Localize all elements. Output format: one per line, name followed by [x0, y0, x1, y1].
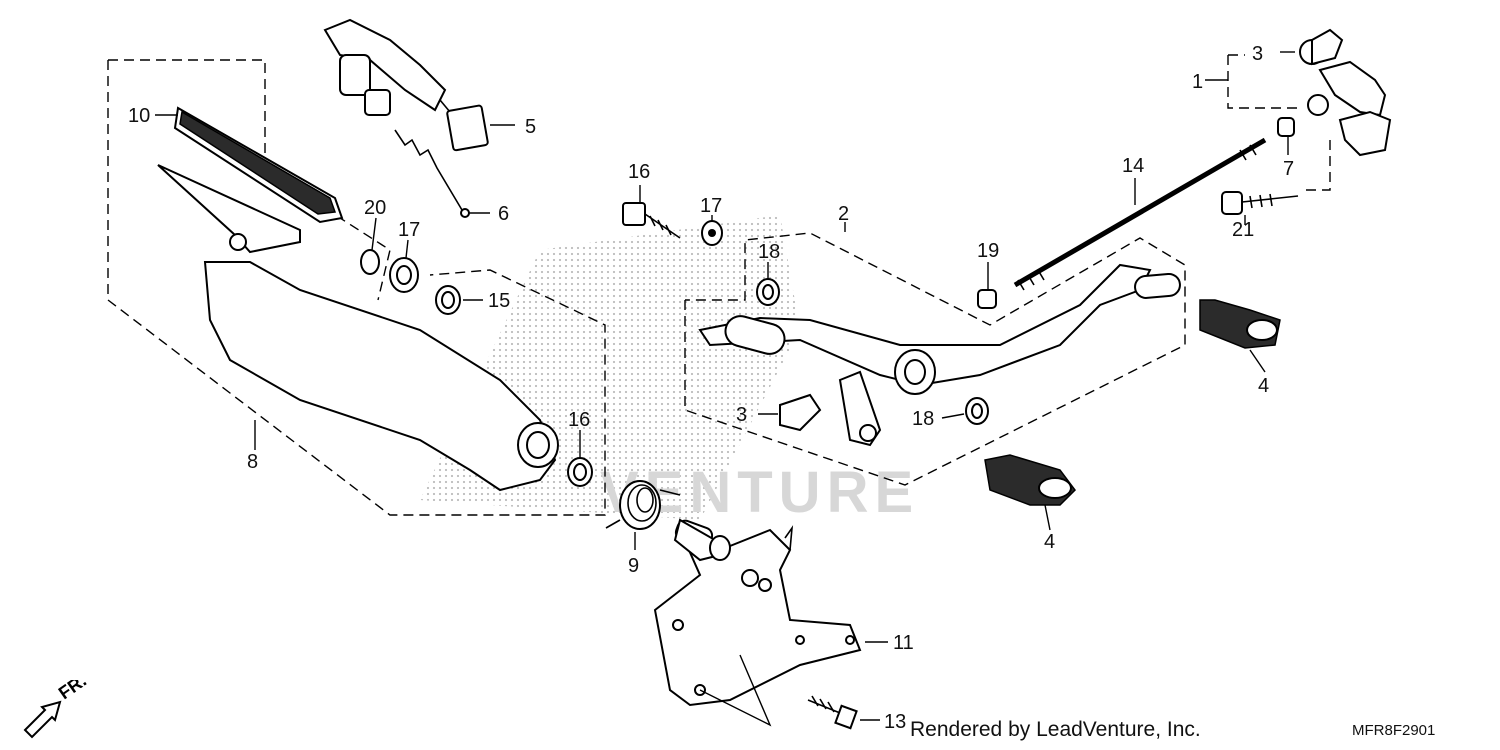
callout-12: 14: [1122, 155, 1144, 177]
callout-17-top: 15: [488, 290, 510, 312]
front-direction-indicator: FR.: [23, 680, 90, 739]
callout-4-top: 4: [1258, 375, 1269, 397]
part-pivot-shaft: [673, 518, 731, 562]
part-footrest-rubber: [155, 106, 344, 224]
part-small-hardware-left: [360, 249, 593, 487]
part-washers-18: [756, 278, 989, 425]
callout-18-top: 18: [758, 241, 780, 263]
part-bolt-13: [807, 695, 880, 730]
part-nuts: [977, 117, 1295, 309]
callout-15: 17: [700, 195, 722, 217]
part-change-pedal: [698, 263, 1181, 447]
callout-10: 10: [128, 105, 150, 127]
callout-21: 21: [1232, 219, 1254, 241]
part-bolt-21: [1221, 191, 1299, 215]
callout-9: 9: [628, 555, 639, 577]
part-washer-15: [701, 215, 723, 246]
render-credit: Rendered by LeadVenture, Inc.: [910, 718, 1201, 741]
part-shift-rod: [1013, 137, 1267, 291]
part-stop-switch: [323, 18, 515, 152]
callout-1: 1: [1192, 71, 1203, 93]
callout-5: 5: [525, 116, 536, 138]
diagram-code: MFR8F2901: [1352, 722, 1436, 739]
callout-6: 6: [498, 203, 509, 225]
callout-4-bottom: 4: [1044, 531, 1055, 553]
callout-13: 13: [884, 711, 906, 733]
callout-7: 7: [1283, 158, 1294, 180]
callout-3-top: 3: [1252, 43, 1263, 65]
callout-18-bottom: 18: [912, 408, 934, 430]
front-label: FR.: [55, 680, 90, 703]
leader-lines: [371, 51, 1295, 550]
part-joint-ends: [779, 28, 1392, 432]
callout-11: 11: [893, 632, 914, 654]
part-torsion-spring: [605, 480, 681, 530]
part-bolt-14: [622, 185, 681, 239]
callout-20: 20: [364, 197, 386, 219]
callout-2: 2: [838, 203, 849, 225]
callout-17-bottom: 16: [568, 409, 590, 431]
front-arrow-icon: [23, 700, 62, 739]
callout-14: 16: [628, 161, 650, 183]
callout-labels: 3 1 7 21 14 19 2 18 17 16 4 4 18 3 5 6 1…: [128, 43, 1294, 733]
assembly-outlines: [107, 54, 1331, 516]
part-brake-pedal-arm: [157, 164, 559, 492]
part-return-spring: [394, 129, 490, 218]
callout-8: 8: [247, 451, 258, 473]
callout-19: 19: [977, 240, 999, 262]
callout-3-bottom: 3: [736, 404, 747, 426]
part-pedal-rubbers: [984, 299, 1281, 506]
callout-16: 17: [398, 219, 420, 241]
